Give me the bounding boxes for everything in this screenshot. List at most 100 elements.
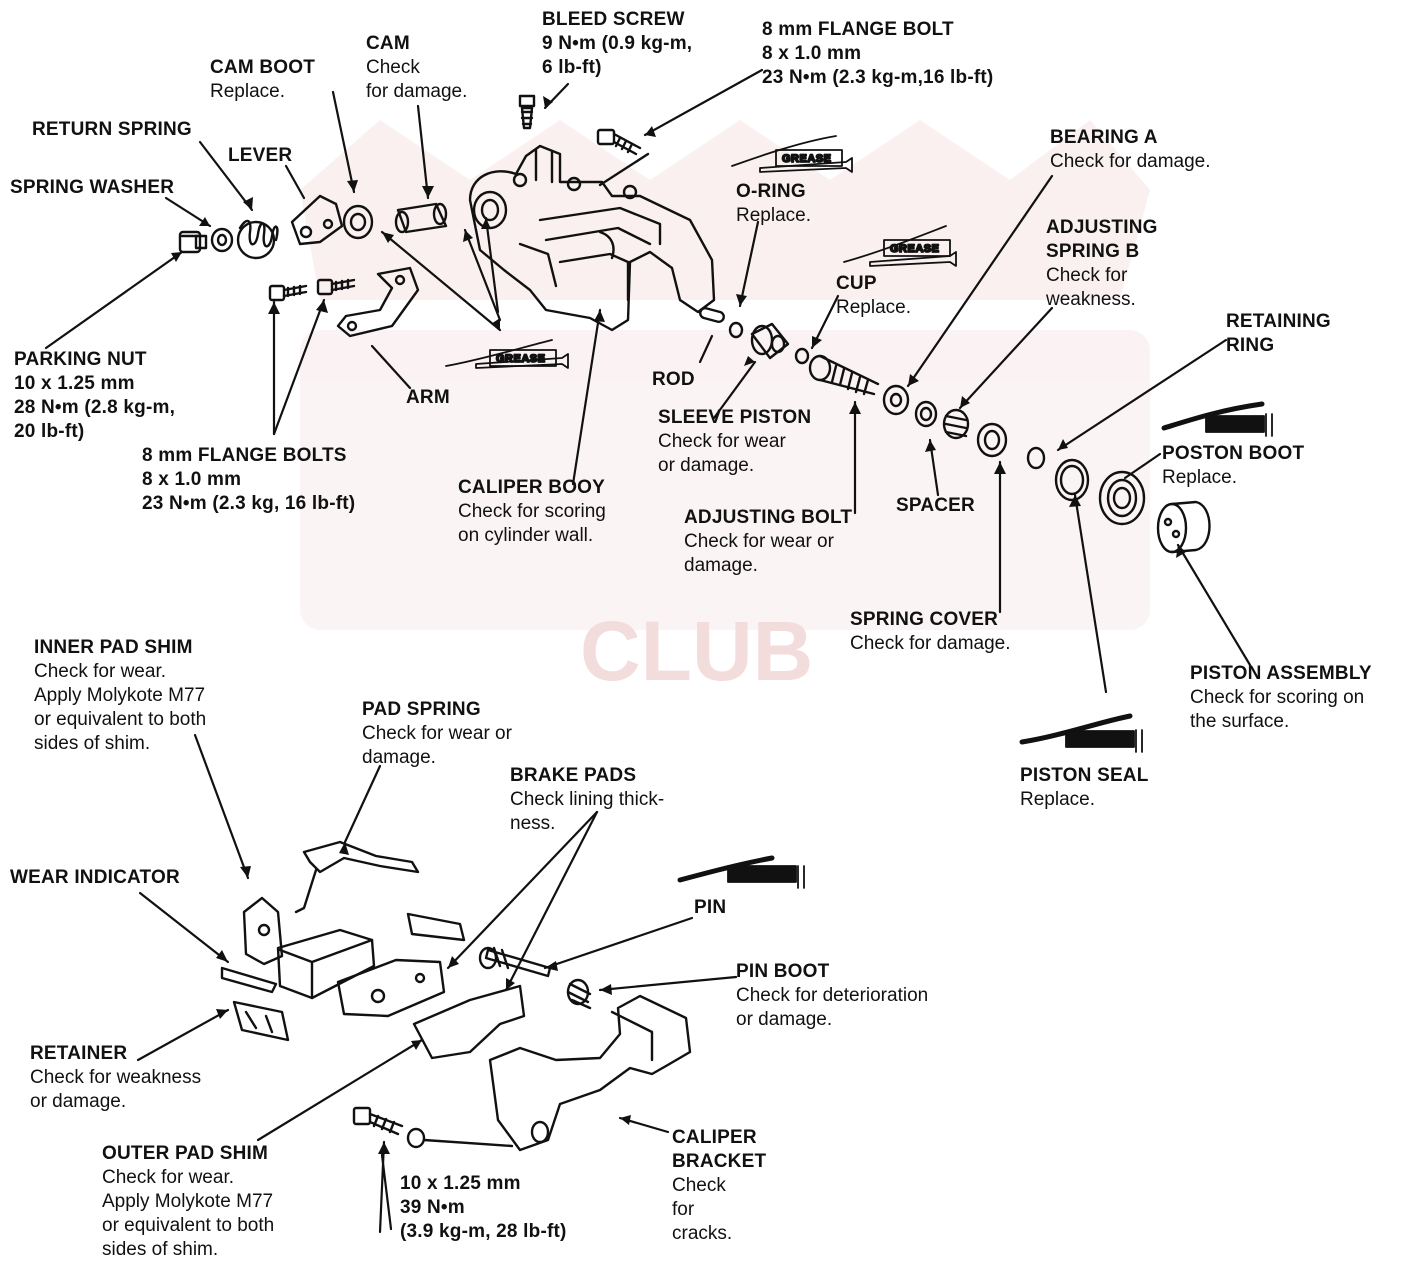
callout-heading: RETAINING bbox=[1226, 311, 1331, 332]
callout-heading: RING bbox=[1226, 335, 1275, 356]
callout-heading: 8 mm FLANGE BOLT bbox=[762, 19, 954, 40]
callout-rod: ROD bbox=[652, 368, 695, 392]
grease-label-cup: GREASE bbox=[890, 243, 939, 255]
callout-heading: 8 x 1.0 mm bbox=[762, 43, 862, 64]
cam-boot-part bbox=[342, 204, 374, 240]
callout-note: Check bbox=[366, 57, 420, 78]
arrowheads bbox=[171, 96, 1186, 1154]
callout-note: Replace. bbox=[836, 297, 911, 318]
callout-pad-spring: PAD SPRING Check for wear or damage. bbox=[362, 698, 512, 770]
callout-o-ring: O-RING Replace. bbox=[736, 180, 811, 228]
callout-heading: 23 N•m (2.3 kg-m,16 lb-ft) bbox=[762, 67, 994, 88]
callout-heading: 28 N•m (2.8 kg-m, bbox=[14, 397, 176, 418]
callout-note: or equivalent to both bbox=[102, 1215, 275, 1236]
callout-note: for damage. bbox=[366, 81, 468, 102]
callout-heading: RETAINER bbox=[30, 1043, 128, 1064]
callout-arm: ARM bbox=[406, 386, 450, 410]
callout-heading: 10 x 1.25 mm bbox=[400, 1173, 521, 1194]
callout-heading: 8 x 1.0 mm bbox=[142, 469, 242, 490]
wear-indicator-part bbox=[220, 966, 278, 994]
callout-heading: PIN BOOT bbox=[736, 961, 830, 982]
callout-note: damage. bbox=[362, 747, 436, 768]
grease-label-piston-boot: GREASE bbox=[1212, 419, 1261, 431]
grease-label-oring: GREASE bbox=[782, 153, 831, 165]
callout-note: Replace. bbox=[736, 205, 811, 226]
grease-tube-pin: GREASE bbox=[677, 855, 805, 889]
outer-brake-pad-part bbox=[336, 958, 446, 1018]
o-ring-part bbox=[728, 321, 744, 339]
callout-heading: BRACKET bbox=[672, 1151, 767, 1172]
parking-nut-part bbox=[178, 230, 208, 254]
outer-pad-shim-part bbox=[412, 984, 526, 1060]
pin-part bbox=[478, 946, 552, 978]
callout-heading: CALIPER bbox=[672, 1127, 757, 1148]
callout-note: Check for scoring bbox=[458, 501, 606, 522]
grease-tube-caliper: GREASE bbox=[445, 339, 569, 369]
sleeve-piston-part bbox=[750, 322, 790, 360]
adjusting-bolt-part bbox=[808, 354, 880, 396]
callout-note: Check for wear or bbox=[362, 723, 512, 744]
spring-washer-part bbox=[210, 227, 234, 253]
callout-note: Check for wear or bbox=[684, 531, 834, 552]
callout-heading: CAM bbox=[366, 33, 410, 54]
callout-heading: O-RING bbox=[736, 181, 806, 202]
bearing-a-part bbox=[882, 384, 910, 416]
callout-note: Check for bbox=[1046, 265, 1128, 286]
callout-note: cracks. bbox=[672, 1223, 733, 1244]
callout-heading: ADJUSTING BOLT bbox=[684, 507, 853, 528]
bracket-bolt-part bbox=[352, 1106, 514, 1149]
callout-heading: SLEEVE PISTON bbox=[658, 407, 812, 428]
callout-heading: LEVER bbox=[228, 145, 293, 166]
flange-bolt-top-part bbox=[596, 128, 642, 156]
adjusting-spring-b-part bbox=[942, 408, 970, 440]
callout-note: or damage. bbox=[30, 1091, 127, 1112]
watermark-text: CLUB bbox=[580, 604, 813, 698]
callout-heading: PISTON ASSEMBLY bbox=[1190, 663, 1372, 684]
retaining-ring-part bbox=[1026, 446, 1046, 470]
grease-label-piston-seal: GREASE bbox=[1074, 734, 1123, 746]
callout-note: Check bbox=[672, 1175, 726, 1196]
rod-part bbox=[699, 306, 725, 324]
callout-heading: 8 mm FLANGE BOLTS bbox=[142, 445, 347, 466]
grease-tube-piston-seal: GREASE bbox=[1019, 713, 1143, 753]
callout-note: damage. bbox=[684, 555, 758, 576]
callout-heading: 9 N•m (0.9 kg-m, bbox=[542, 33, 693, 54]
grease-tube-cup: GREASE bbox=[843, 225, 957, 267]
callout-note: Check for damage. bbox=[1050, 151, 1211, 172]
callout-retainer: RETAINER Check for weakness or damage. bbox=[30, 1042, 201, 1114]
bleed-screw-part bbox=[518, 94, 536, 130]
callout-heading: PAD SPRING bbox=[362, 699, 481, 720]
pad-spring-part bbox=[294, 840, 420, 914]
callout-note: Replace. bbox=[210, 81, 285, 102]
callout-heading: SPRING B bbox=[1046, 241, 1140, 262]
cam-part bbox=[394, 202, 448, 234]
piston-seal-part bbox=[1054, 458, 1090, 502]
callout-note: weakness. bbox=[1046, 289, 1136, 310]
spring-cover-part bbox=[976, 422, 1008, 458]
callout-note: the surface. bbox=[1190, 711, 1290, 732]
callout-lever: LEVER bbox=[228, 144, 292, 168]
callout-note: Check for weakness bbox=[30, 1067, 202, 1088]
lever-part bbox=[290, 194, 344, 246]
arm-part bbox=[336, 266, 420, 338]
return-spring-part bbox=[236, 219, 279, 260]
callout-note: Check for damage. bbox=[850, 633, 1011, 654]
caliper-body-part bbox=[468, 144, 716, 332]
callout-flange-bolt-top: 8 mm FLANGE BOLT 8 x 1.0 mm 23 N•m (2.3 kg… bbox=[762, 18, 993, 90]
callout-heading: PISTON SEAL bbox=[1020, 765, 1149, 786]
leader-lines bbox=[44, 68, 1252, 1234]
callout-note: Check for deterioration bbox=[736, 985, 929, 1006]
